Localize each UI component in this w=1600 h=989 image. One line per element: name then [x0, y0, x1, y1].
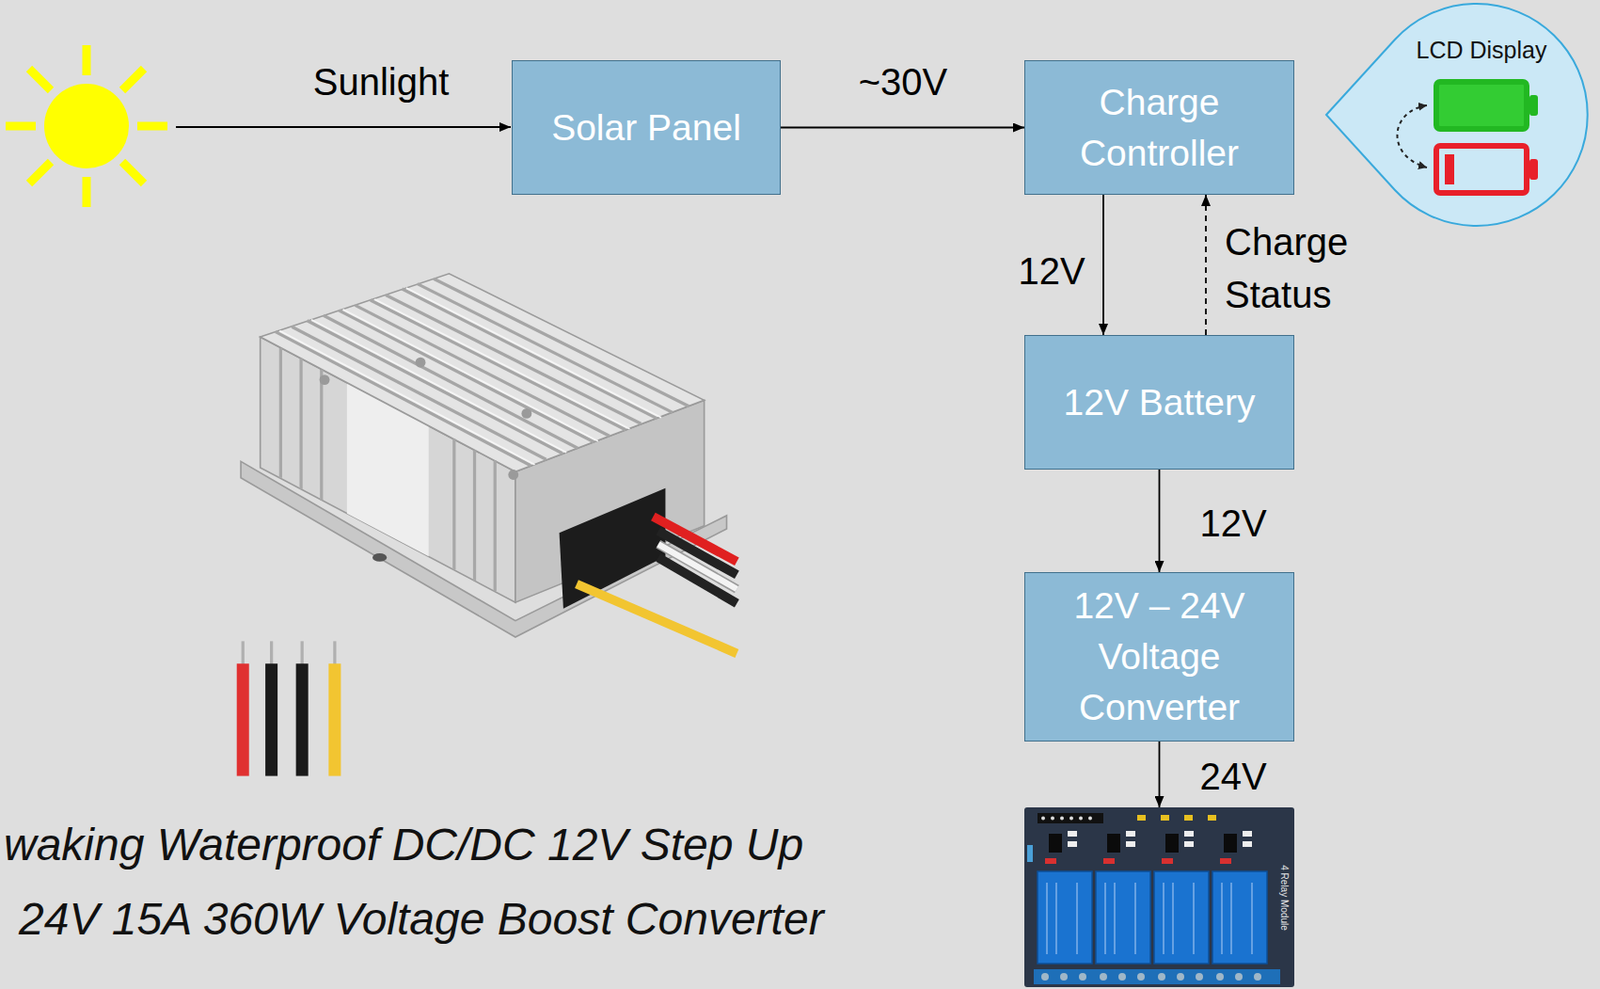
toggle-arrow: [1396, 105, 1427, 168]
box-label: 12V – 24V Voltage Converter: [1034, 580, 1284, 732]
boost-converter-photo: [237, 273, 738, 777]
process-box: Charge Controller: [1024, 60, 1295, 195]
callout-outline: [1326, 3, 1588, 226]
display-callout: LCD Display: [1321, 0, 1599, 231]
sunlight-arrow: [175, 126, 511, 128]
battery-low-icon: [1436, 145, 1538, 193]
callout-title: LCD Display: [1416, 35, 1548, 64]
edge-label: Charge Status: [1224, 215, 1348, 321]
flow-arrow: [1158, 741, 1161, 808]
box-label: Charge Controller: [1034, 77, 1284, 179]
box-label: Solar Panel: [522, 102, 771, 154]
callout-bubble: [1321, 0, 1599, 231]
process-box: 12V – 24V Voltage Converter: [1024, 571, 1295, 742]
edge-label: 24V: [1199, 749, 1267, 803]
product-caption: 24V 15A 360W Voltage Boost Converter: [18, 891, 824, 947]
edge-label: ~30V: [858, 55, 949, 109]
relay-module: 4 Relay Module: [1024, 807, 1295, 987]
process-box: Solar Panel: [511, 60, 781, 195]
sun-icon: [5, 45, 168, 207]
product-caption: waking Waterproof DC/DC 12V Step Up: [3, 817, 804, 872]
signal-label: Sunlight: [313, 55, 450, 109]
process-box: 12V Battery: [1024, 334, 1295, 470]
edge-label: 12V: [1199, 496, 1267, 550]
flow-arrow: [1158, 469, 1161, 572]
battery-full-icon: [1436, 81, 1538, 129]
wire-ends: [237, 640, 342, 776]
flow-arrow: [780, 126, 1025, 129]
edge-label: 12V: [1017, 244, 1085, 298]
box-label: 12V Battery: [1034, 377, 1284, 428]
board-label: 4 Relay Module: [1278, 864, 1290, 930]
flow-arrow: [1102, 194, 1105, 335]
relay-board-drawing: [1024, 807, 1295, 987]
status-arrow: [1204, 194, 1207, 335]
